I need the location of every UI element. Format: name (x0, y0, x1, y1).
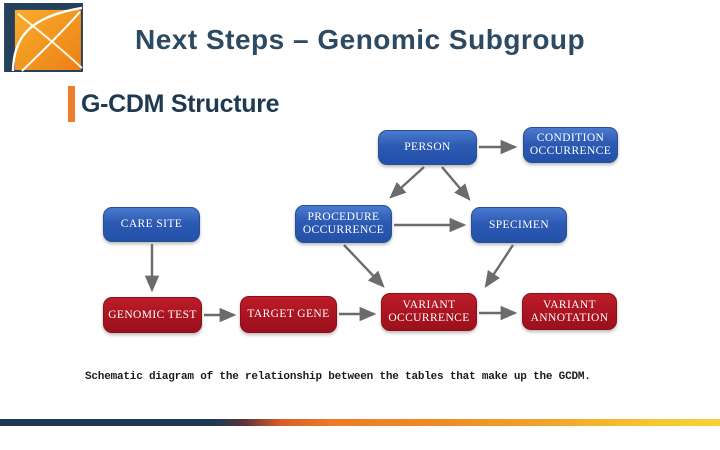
table-node-genomic-test: GENOMIC TEST (103, 297, 202, 333)
table-node-care-site: CARE SITE (103, 207, 200, 242)
table-node-label: PERSON (404, 141, 451, 153)
section-heading: G-CDM Structure (68, 86, 280, 122)
table-node-person: PERSON (378, 130, 477, 165)
table-node-variant-occurrence: VARIANT OCCURRENCE (381, 293, 477, 331)
table-node-label: VARIANT OCCURRENCE (388, 299, 470, 324)
organization-logo-icon (4, 3, 83, 72)
page-title: Next Steps – Genomic Subgroup (135, 24, 586, 55)
table-node-label: CARE SITE (120, 218, 183, 230)
arrow-person-to-specimen (441, 166, 471, 201)
table-node-label: VARIANT ANNOTATION (530, 298, 609, 324)
table-node-variant-annotation: VARIANT ANNOTATION (522, 293, 617, 330)
table-node-label: GENOMIC TEST (108, 308, 197, 321)
arrow-specimen-to-variant-occurrence (484, 244, 515, 289)
arrow-person-to-procedure-occurrence (389, 166, 425, 199)
section-heading-label: G-CDM Structure (81, 90, 280, 118)
table-node-procedure-occurrence: PROCEDURE OCCURRENCE (295, 205, 392, 243)
arrow-procedure-occurrence-to-variant-occurrence (343, 244, 385, 288)
table-node-condition-occurrence: CONDITION OCCURRENCE (523, 127, 618, 163)
table-node-label: TARGET GENE (247, 308, 330, 320)
footer-accent-bar (0, 419, 720, 426)
table-node-specimen: SPECIMEN (471, 207, 567, 243)
heading-accent-bar (68, 86, 75, 122)
figure-caption: Schematic diagram of the relationship be… (85, 371, 591, 383)
table-node-target-gene: TARGET GENE (240, 296, 337, 333)
table-node-label: SPECIMEN (488, 218, 550, 231)
table-node-label: CONDITION OCCURRENCE (529, 132, 612, 157)
table-node-label: PROCEDURE OCCURRENCE (302, 211, 385, 236)
